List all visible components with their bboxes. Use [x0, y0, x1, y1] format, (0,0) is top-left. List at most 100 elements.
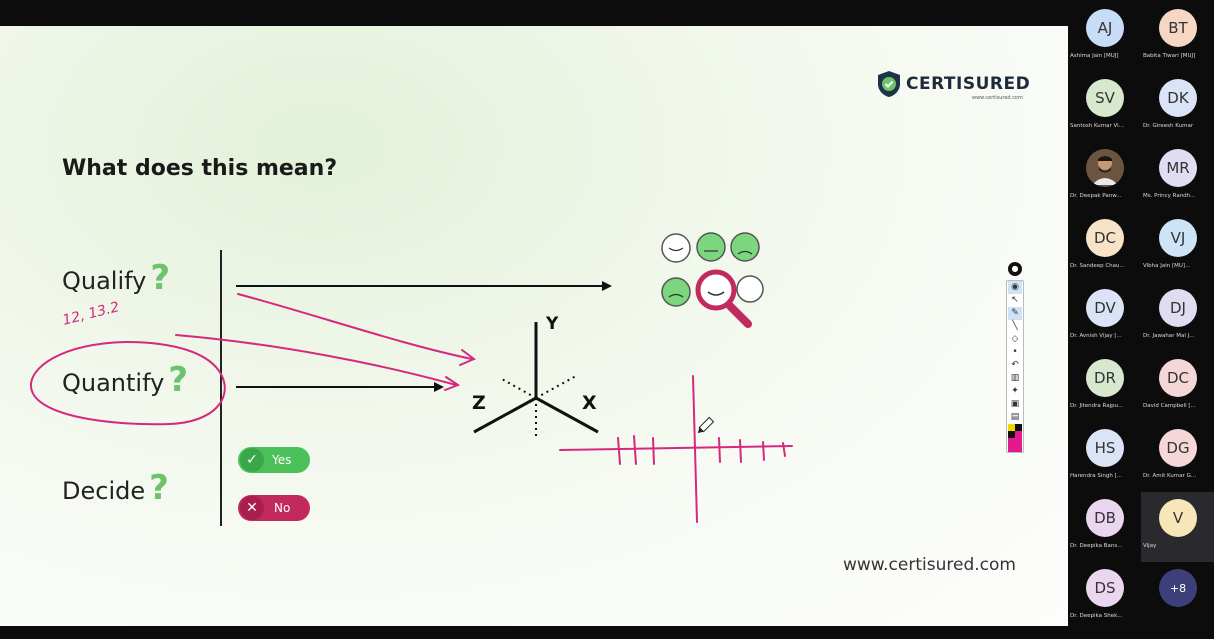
participant-tile[interactable]: Dr. Deepak Panw... [1068, 142, 1141, 212]
dot-icon[interactable]: • [1012, 347, 1018, 357]
participant-tile[interactable]: DC David Campbell [... [1141, 352, 1214, 422]
no-label: No [274, 501, 291, 515]
undo-icon[interactable]: ↶ [1011, 360, 1019, 370]
participant-tile[interactable]: AJ Ashima Jain [MUJ] [1068, 2, 1141, 72]
check-icon: ✓ [240, 448, 264, 472]
participant-name: Dr. Deepak Panw... [1070, 193, 1122, 199]
stamp-icon[interactable]: ✦ [1011, 386, 1019, 396]
participant-tile[interactable]: VJ Vibha Jain [MU]... [1141, 212, 1214, 282]
qualify-label: Qualify [62, 267, 147, 295]
participant-avatar: V [1159, 499, 1197, 537]
bottom-bar [0, 626, 1068, 639]
participant-video-thumbnail [1086, 149, 1124, 187]
participant-avatar: DJ [1159, 289, 1197, 327]
trash-icon[interactable]: ▥ [1010, 373, 1020, 383]
participant-avatar: VJ [1159, 219, 1197, 257]
participant-name: David Campbell [... [1143, 403, 1196, 409]
question-mark-icon: ? [168, 360, 189, 400]
participant-name: Dr. Deepika Bans... [1070, 543, 1123, 549]
participant-name: Vijay [1143, 543, 1157, 549]
participant-name: Ms. Princy Randh... [1143, 193, 1196, 199]
presentation-slide: CERTISURED www.certisured.com What does … [0, 26, 1068, 626]
pin-icon[interactable]: ● [1008, 262, 1022, 276]
slide-title: What does this mean? [62, 156, 338, 181]
participant-avatar: DG [1159, 429, 1197, 467]
participant-avatar: AJ [1086, 9, 1124, 47]
participant-name: Santosh Kumar Vi... [1070, 123, 1124, 129]
eye-icon[interactable]: ◉ [1008, 281, 1022, 294]
pointer-icon[interactable]: ↖ [1011, 295, 1019, 305]
participant-avatar: DB [1086, 499, 1124, 537]
shield-logo-icon [878, 71, 900, 97]
participant-avatar: HS [1086, 429, 1124, 467]
participant-tile[interactable]: DK Dr. Gireesh Kumar [1141, 72, 1214, 142]
qualify-row: Qualify? [62, 258, 170, 298]
clipboard-icon[interactable]: ▤ [1010, 412, 1020, 422]
pencil-cursor-icon [697, 416, 715, 434]
participant-name: Babita Tiwari [MUJ] [1143, 53, 1196, 59]
line-icon[interactable]: ╲ [1012, 321, 1018, 331]
participant-tile[interactable]: HS Harendra Singh [... [1068, 422, 1141, 492]
participant-name: Ashima Jain [MUJ] [1070, 53, 1119, 59]
emoji-feedback-icon [661, 232, 764, 328]
z-axis-label: Z [472, 392, 486, 414]
participant-tile[interactable]: DC Dr. Sandeep Chau... [1068, 212, 1141, 282]
participant-tile[interactable]: DB Dr. Deepika Bans... [1068, 492, 1141, 562]
axes-3d-icon [473, 322, 599, 440]
participant-tile[interactable]: +8 [1141, 562, 1214, 632]
participants-panel: AJ Ashima Jain [MUJ] BT Babita Tiwari [MUJ]… [1068, 0, 1214, 639]
participant-tile[interactable]: DV Dr. Avnish Vijay [... [1068, 282, 1141, 352]
yes-badge: ✓ Yes [238, 447, 310, 473]
participant-name: Dr. Jawahar Mal J... [1143, 333, 1195, 339]
participant-avatar: DR [1086, 359, 1124, 397]
pen-annotations [29, 293, 793, 523]
quantify-arrowhead [434, 382, 444, 392]
quantify-label: Quantify [62, 369, 165, 397]
question-mark-icon: ? [150, 258, 171, 298]
y-axis-label: Y [546, 314, 559, 334]
participant-avatar: SV [1086, 79, 1124, 117]
qualify-arrowhead [602, 281, 612, 291]
participant-name: Vibha Jain [MU]... [1143, 263, 1191, 269]
participant-name: Dr. Amit Kumar G... [1143, 473, 1197, 479]
website-text: www.certisured.com [843, 555, 1016, 575]
participant-tile[interactable]: DJ Dr. Jawahar Mal J... [1141, 282, 1214, 352]
yes-label: Yes [272, 453, 292, 467]
annotation-toolbar: ● ◉ ↖ ✎ ╲ ◇ • ↶ ▥ ✦ ▣ ▤ [1006, 262, 1024, 453]
participant-avatar: DK [1159, 79, 1197, 117]
color-palette-icon[interactable] [1008, 424, 1022, 452]
participant-tile[interactable]: DS Dr. Deepika Shek... [1068, 562, 1141, 632]
pen-icon[interactable]: ✎ [1008, 307, 1022, 320]
x-axis-label: X [582, 392, 597, 414]
participant-name: Dr. Sandeep Chau... [1070, 263, 1125, 269]
participant-name: Dr. Gireesh Kumar [1143, 123, 1194, 129]
participant-tile[interactable]: SV Santosh Kumar Vi... [1068, 72, 1141, 142]
participant-tile[interactable]: DG Dr. Amit Kumar G... [1141, 422, 1214, 492]
participant-avatar: DC [1159, 359, 1197, 397]
participant-name: Dr. Jitendra Rajpu... [1070, 403, 1124, 409]
no-badge: ✕ No [238, 495, 310, 521]
camera-icon[interactable]: ▣ [1010, 399, 1020, 409]
cross-icon: ✕ [240, 496, 264, 520]
participant-avatar: DV [1086, 289, 1124, 327]
participant-avatar: +8 [1159, 569, 1197, 607]
participant-name: Dr. Deepika Shek... [1070, 613, 1123, 619]
decide-label: Decide [62, 477, 146, 505]
participant-avatar: DC [1086, 219, 1124, 257]
question-mark-icon: ? [149, 468, 169, 508]
participant-tile[interactable]: DR Dr. Jitendra Rajpu... [1068, 352, 1141, 422]
slide-diagram [29, 232, 793, 526]
eraser-icon[interactable]: ◇ [1011, 334, 1019, 344]
quantify-row: Quantify? [62, 360, 188, 400]
participant-name: Dr. Avnish Vijay [... [1070, 333, 1122, 339]
decide-row: Decide? [62, 468, 169, 508]
brand-url: www.certisured.com [972, 95, 1023, 101]
participant-name: Harendra Singh [... [1070, 473, 1123, 479]
participant-avatar: MR [1159, 149, 1197, 187]
brand-name: CERTISURED [906, 74, 1031, 94]
participant-avatar: DS [1086, 569, 1124, 607]
participant-tile[interactable]: MR Ms. Princy Randh... [1141, 142, 1214, 212]
participant-avatar: BT [1159, 9, 1197, 47]
participant-tile[interactable]: BT Babita Tiwari [MUJ] [1141, 2, 1214, 72]
